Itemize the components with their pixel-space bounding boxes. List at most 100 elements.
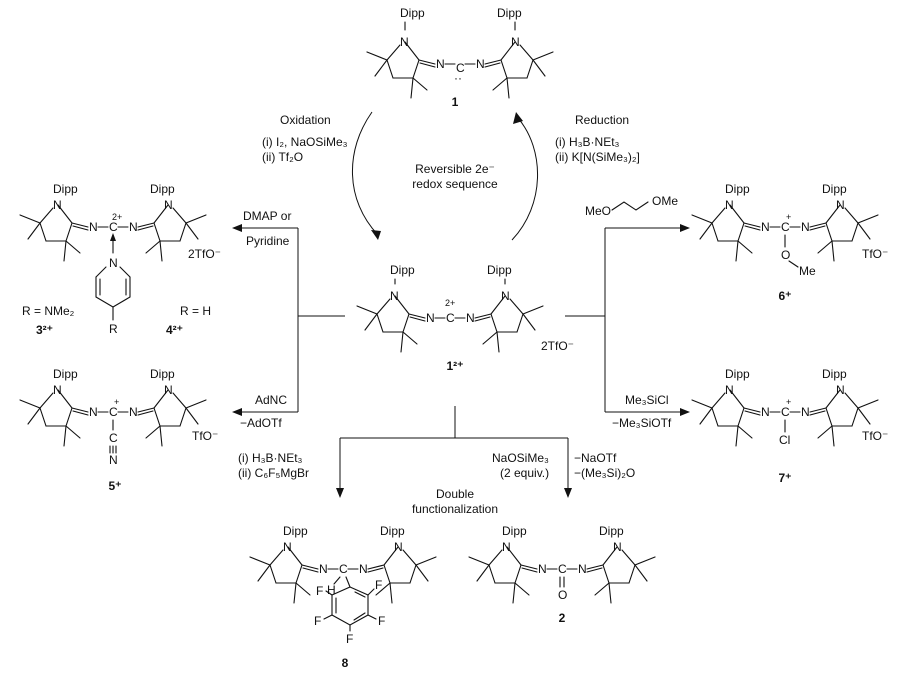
atom-label: N xyxy=(761,405,770,419)
atom-label: N xyxy=(359,562,368,576)
compound-4-label: 4²⁺ xyxy=(166,323,183,337)
counterion: 2TfO⁻ xyxy=(188,247,221,261)
atom-label: N xyxy=(538,562,547,576)
atom-label: Me₃SiCl xyxy=(625,393,669,407)
atom-label: F xyxy=(346,632,353,646)
atom-label: O xyxy=(781,248,790,262)
atom-label: MeO xyxy=(585,204,611,218)
atom-label: N xyxy=(725,198,734,212)
atom-label: C xyxy=(558,562,567,576)
atom-label: (i) H₃B·NEt₃ xyxy=(238,451,303,465)
atom-label: functionalization xyxy=(412,502,498,516)
compound-8-structure: Dipp N Dipp N N C N H F F F F F xyxy=(250,524,436,646)
compound-7-label: 7⁺ xyxy=(778,471,791,485)
atom-label: Dipp xyxy=(380,524,405,538)
atom-label: C xyxy=(781,405,790,419)
atom-label: F xyxy=(375,578,382,592)
compound-3-label: 3²⁺ xyxy=(36,323,53,337)
atom-label: Dipp xyxy=(150,367,175,381)
compound-2-label: 2 xyxy=(559,611,566,625)
atom-label: N xyxy=(53,383,62,397)
compound-6-structure: Dipp N Dipp N N C + N O Me xyxy=(692,182,878,278)
counterion: TfO⁻ xyxy=(862,429,888,443)
atom-label: Dipp xyxy=(390,263,415,277)
dmap-conditions: DMAP or Pyridine xyxy=(243,209,291,248)
atom-label: N xyxy=(164,198,173,212)
atom-label: Dipp xyxy=(822,182,847,196)
atom-label: N xyxy=(53,198,62,212)
atom-label: N xyxy=(400,35,409,49)
lone-pair: ·· xyxy=(454,71,462,85)
atom-label: Reduction xyxy=(575,113,629,127)
oxidation-arrowhead xyxy=(371,230,381,240)
compound-7-structure: Dipp N Dipp N N C + N Cl xyxy=(692,367,878,447)
atom-label: N xyxy=(319,562,328,576)
atom-label: N xyxy=(501,289,510,303)
atom-label: OMe xyxy=(652,194,678,208)
atom-label: Cl xyxy=(779,433,790,447)
atom-label: (i) H₃B·NEt₃ xyxy=(555,135,620,149)
atom-label: N xyxy=(801,220,810,234)
atom-label: N xyxy=(129,220,138,234)
atom-label: F xyxy=(378,614,385,628)
atom-label: N xyxy=(836,383,845,397)
atom-label: 2+ xyxy=(445,298,455,308)
atom-label: N xyxy=(426,311,435,325)
double-functionalization-label: Double functionalization xyxy=(412,487,498,516)
atom-label: N xyxy=(466,311,475,325)
reduction-arrow xyxy=(511,117,539,241)
compound-2-structure: Dipp N Dipp N N C N O xyxy=(469,524,655,603)
atom-label: N xyxy=(89,405,98,419)
atom-label: Dipp xyxy=(599,524,624,538)
redox-sequence-label: Reversible 2e⁻ redox sequence xyxy=(412,162,498,191)
atom-label: Oxidation xyxy=(280,113,331,127)
atom-label: redox sequence xyxy=(412,177,498,191)
oxidation-conditions: Oxidation (i) I₂, NaOSiMe₃ (ii) Tf₂O xyxy=(262,113,348,164)
atom-label: −Me₃SiOTf xyxy=(612,416,672,430)
atom-label: N xyxy=(613,540,622,554)
atom-label: N xyxy=(511,35,520,49)
atom-label: N xyxy=(390,289,399,303)
compound-1-label: 1 xyxy=(452,95,459,109)
atom-label: Dipp xyxy=(725,367,750,381)
atom-label: + xyxy=(114,397,119,407)
atom-label: F xyxy=(314,614,321,628)
atom-label: 2+ xyxy=(112,212,122,222)
atom-label: (ii) C₆F₅MgBr xyxy=(238,466,309,480)
atom-label: (ii) Tf₂O xyxy=(262,150,303,164)
atom-label: Dipp xyxy=(487,263,512,277)
atom-label: O xyxy=(558,588,567,602)
atom-label: C xyxy=(781,220,790,234)
atom-label: N xyxy=(725,383,734,397)
atom-label: C xyxy=(109,405,118,419)
r-definition-3: R = NMe₂ xyxy=(22,304,75,318)
atom-label: NaOSiMe₃ xyxy=(492,451,549,465)
atom-label: AdNC xyxy=(255,393,287,407)
compound-8-label: 8 xyxy=(342,656,349,670)
atom-label: (2 equiv.) xyxy=(500,466,549,480)
atom-label: F xyxy=(316,584,323,598)
atom-label: N xyxy=(164,383,173,397)
compound-3-4-structure: Dipp N Dipp N N C 2+ N N R xyxy=(20,182,206,336)
atom-label: R xyxy=(109,322,118,336)
compound-5-label: 5⁺ xyxy=(108,479,121,493)
r-definition-4: R = H xyxy=(180,304,211,318)
atom-label: + xyxy=(786,212,791,222)
oxidation-arrow xyxy=(351,111,379,236)
dme-reagent: MeO OMe xyxy=(585,194,678,218)
counterion: 2TfO⁻ xyxy=(541,339,574,353)
reduction-arrowhead xyxy=(513,112,523,124)
atom-label: (ii) K[N(SiMe₃)₂] xyxy=(555,150,640,164)
atom-label: −AdOTf xyxy=(240,416,282,430)
atom-label: C xyxy=(446,311,455,325)
atom-label: Dipp xyxy=(502,524,527,538)
atom-label: N xyxy=(436,57,445,71)
atom-label: N xyxy=(89,220,98,234)
atom-label: N xyxy=(476,57,485,71)
atom-label: Dipp xyxy=(400,6,425,20)
atom-label: Dipp xyxy=(53,367,78,381)
atom-label: N xyxy=(283,540,292,554)
atom-label: N xyxy=(129,405,138,419)
atom-label: H xyxy=(327,583,336,597)
